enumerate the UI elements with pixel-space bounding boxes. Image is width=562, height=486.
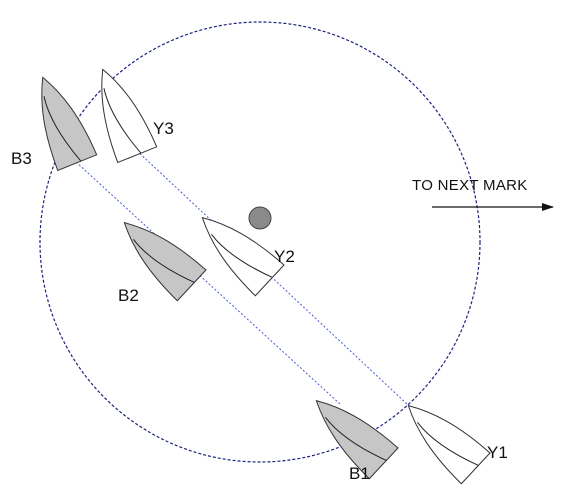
boat-y2 — [187, 201, 285, 297]
sail-line — [43, 96, 82, 162]
sail-line — [133, 238, 195, 283]
zone-circle — [39, 21, 481, 463]
sail-line — [325, 416, 387, 461]
boat-y1 — [393, 389, 491, 485]
boat-label-b2: B2 — [118, 286, 139, 305]
boat-y3 — [82, 60, 158, 164]
sail-line — [211, 233, 273, 278]
blue-boat-track — [75, 161, 341, 405]
boat-label-y2: Y2 — [274, 247, 295, 266]
direction-label: TO NEXT MARK — [412, 177, 528, 194]
boat-label-y1: Y1 — [487, 443, 508, 462]
boat-b2 — [109, 206, 207, 302]
sail-line — [103, 88, 142, 154]
boat-label-b3: B3 — [11, 149, 32, 168]
mark-buoy — [248, 206, 272, 230]
boat-b3 — [22, 68, 98, 172]
boat-b1 — [301, 384, 399, 480]
boat-label-b1: B1 — [349, 464, 370, 483]
sail-line — [417, 421, 479, 466]
boat-label-y3: Y3 — [153, 119, 174, 138]
